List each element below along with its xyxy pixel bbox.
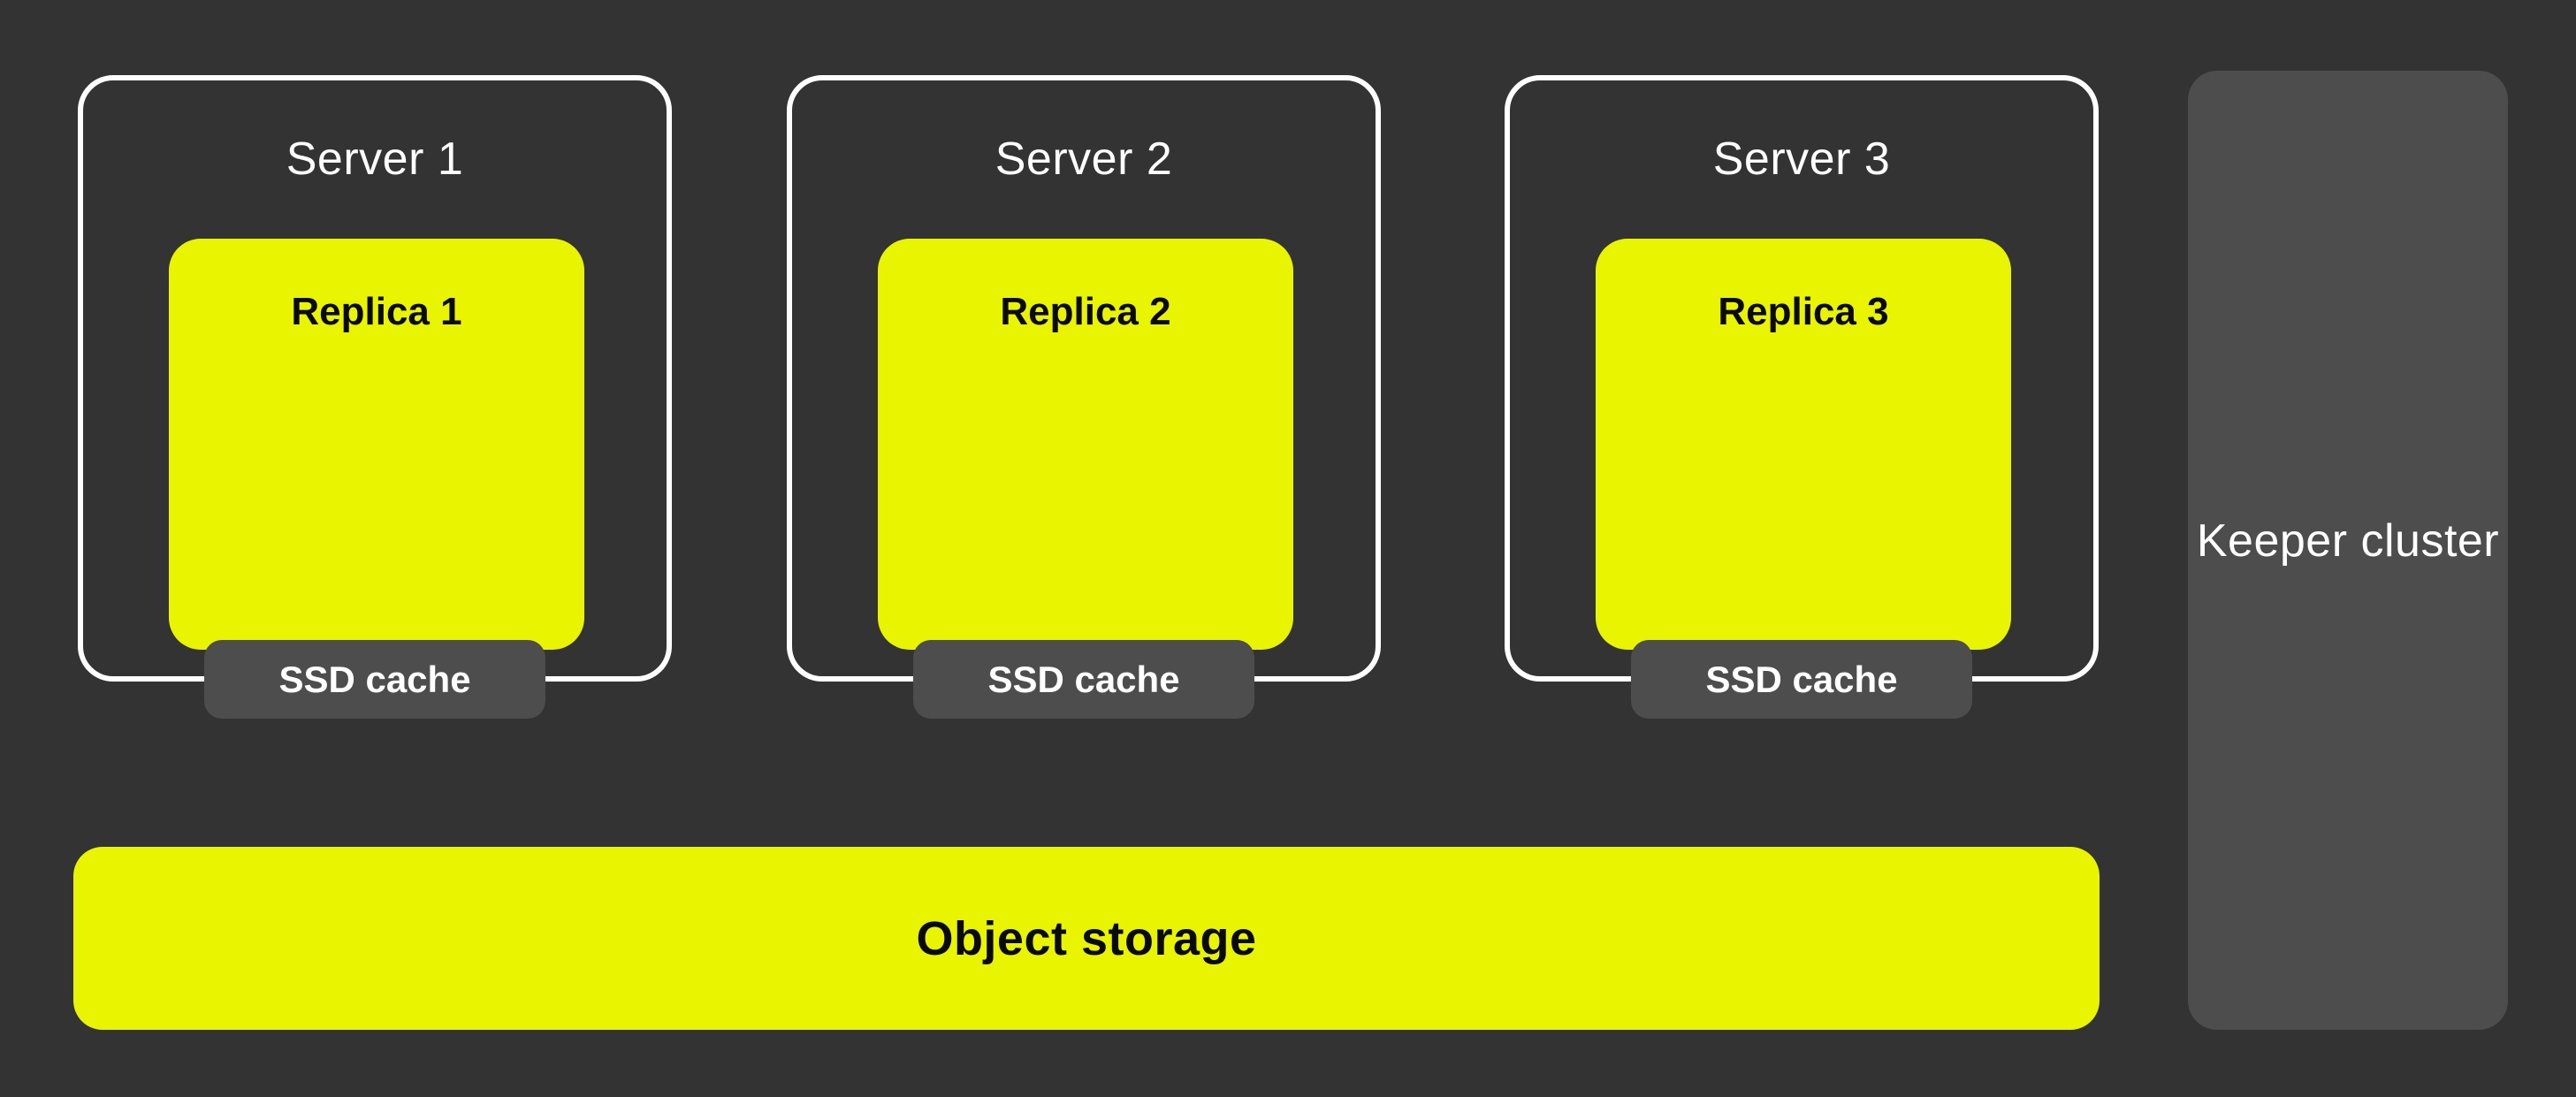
ssd-cache-2-label: SSD cache xyxy=(987,659,1180,700)
replica-3-label: Replica 3 xyxy=(1718,290,1889,333)
object-storage-label: Object storage xyxy=(916,911,1257,965)
server-3-box: Server 3 Replica 3 SSD cache xyxy=(1505,75,2099,719)
replica-2-box: Replica 2 xyxy=(878,239,1293,650)
server-1-label: Server 1 xyxy=(286,133,464,185)
server-1-box: Server 1 Replica 1 SSD cache xyxy=(78,75,672,719)
ssd-cache-1-label: SSD cache xyxy=(278,659,471,700)
ssd-cache-3-label: SSD cache xyxy=(1705,659,1898,700)
server-2-label: Server 2 xyxy=(995,133,1173,185)
server-2-box: Server 2 Replica 2 SSD cache xyxy=(787,75,1381,719)
ssd-cache-1-box: SSD cache xyxy=(204,640,545,719)
replica-2-label: Replica 2 xyxy=(1000,290,1171,333)
replica-1-label: Replica 1 xyxy=(291,290,462,333)
keeper-cluster-panel: Keeper cluster xyxy=(2188,71,2508,1030)
replica-3-box: Replica 3 xyxy=(1596,239,2011,650)
keeper-cluster-label: Keeper cluster xyxy=(2196,515,2500,567)
ssd-cache-2-box: SSD cache xyxy=(913,640,1254,719)
replica-1-box: Replica 1 xyxy=(169,239,584,650)
server-3-label: Server 3 xyxy=(1712,133,1891,185)
object-storage-box: Object storage xyxy=(73,847,2100,1030)
ssd-cache-3-box: SSD cache xyxy=(1631,640,1972,719)
